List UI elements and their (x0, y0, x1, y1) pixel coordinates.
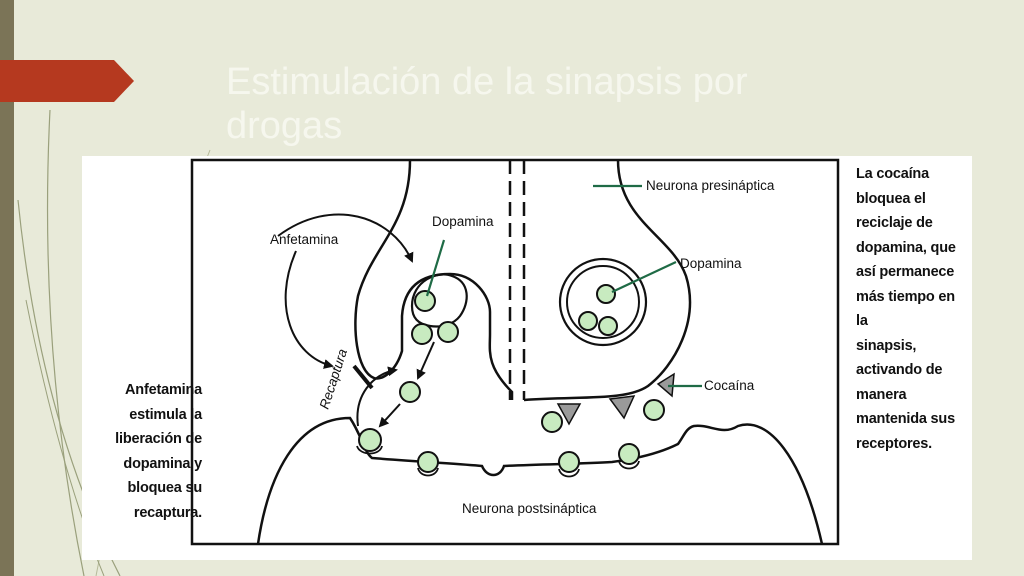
label-dopamina-left: Dopamina (432, 214, 494, 229)
recapture-block-bar (352, 364, 374, 390)
arrow-release-cleft (378, 403, 401, 428)
receptor-site (558, 468, 580, 478)
label-neurona-postsinaptica: Neurona postsináptica (462, 501, 597, 516)
note-cocaina: La cocaína bloquea el reciclaje de dopam… (856, 166, 956, 452)
cocaine-molecule (608, 395, 636, 420)
figure-panel: Anfetamina Dopamina Dopamina Neurona pre… (82, 156, 972, 560)
receptor-site (417, 467, 439, 477)
pointer-dopamina-left (425, 239, 446, 297)
dopamine-molecule (399, 381, 421, 403)
dopamine-molecule (437, 321, 459, 343)
label-anfetamina: Anfetamina (270, 232, 339, 247)
arrow-recaptura (356, 366, 398, 427)
label-recaptura: Recaptura (317, 347, 351, 411)
diagram-frame (190, 158, 840, 546)
note-anfetamina: Anfetamina estimula la liberación de dop… (115, 382, 202, 521)
cocaine-molecule (556, 403, 582, 426)
label-neurona-presinaptica: Neurona presináptica (646, 178, 775, 193)
receptor-site (618, 460, 640, 470)
presynaptic-terminal-left (354, 159, 514, 400)
presynaptic-terminal-right (523, 159, 692, 402)
dopamine-molecule (417, 451, 439, 473)
dopamine-molecule (414, 290, 436, 312)
storage-vesicle-right-outer (558, 257, 648, 347)
dopamine-molecule (618, 443, 640, 465)
dopamine-molecule (596, 284, 616, 304)
arrow-anfetamina-vesicle (277, 213, 414, 263)
dopamine-molecule (558, 451, 580, 473)
arrow-release (416, 341, 435, 380)
dopamine-molecule (411, 323, 433, 345)
storage-vesicle-right-inner (566, 265, 640, 339)
label-cocaina: Cocaína (704, 378, 755, 393)
pointer-dopamina-right (611, 261, 677, 293)
dopamine-molecule (358, 428, 382, 452)
postsynaptic-neuron (256, 416, 824, 545)
arrow-anfetamina-recapture (284, 250, 334, 369)
slide-title: Estimulación de la sinapsis por drogas (226, 61, 748, 147)
dopamine-molecule (541, 411, 563, 433)
receptor-site (356, 445, 383, 455)
left-sidebar-bar (0, 0, 14, 576)
label-dopamina-right: Dopamina (680, 256, 742, 271)
dopamine-molecule (578, 311, 598, 331)
title-accent-arrow (0, 60, 134, 102)
dopamine-molecule (598, 316, 618, 336)
synapse-diagram: Anfetamina Dopamina Dopamina Neurona pre… (190, 158, 840, 546)
dopamine-molecule (643, 399, 665, 421)
